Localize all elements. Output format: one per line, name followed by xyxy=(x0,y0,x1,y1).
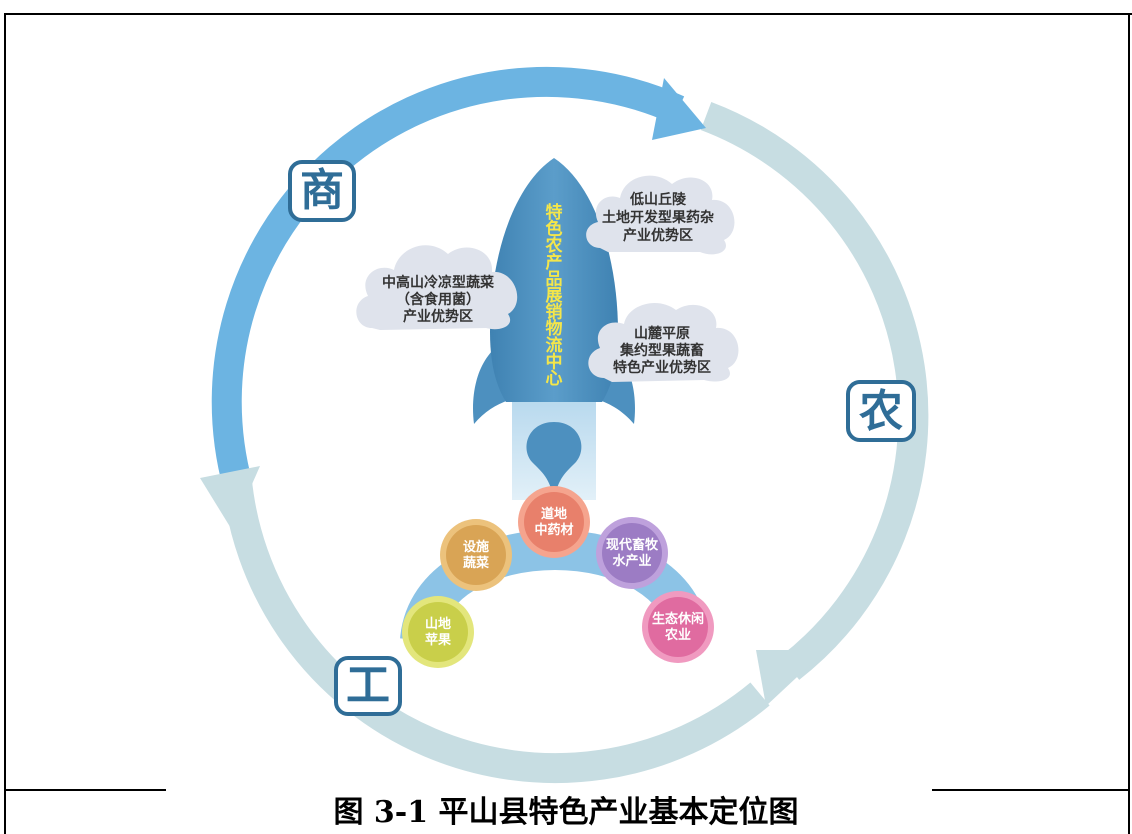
industry-circle-herbs-line1: 道地 xyxy=(541,506,567,522)
industry-circle-greenhouse-line1: 设施 xyxy=(463,539,489,555)
rocket-label: 特色农产品展销物流中心 xyxy=(545,202,563,389)
cloud-top-right-line1: 低山丘陵 xyxy=(629,191,687,208)
frame-bottom-border-left xyxy=(4,789,166,791)
industry-circle-livestock-line1: 现代畜牧 xyxy=(606,537,659,553)
cloud-left: 中高山冷凉型蔬菜 （含食用菌） 产业优势区 xyxy=(356,245,518,330)
ring-label-nong: 农 xyxy=(846,380,916,442)
cloud-top-right-line3: 产业优势区 xyxy=(623,227,693,244)
cloud-bottom-right-line2: 集约型果蔬畜 xyxy=(619,342,704,359)
frame-left-border xyxy=(4,13,6,834)
industry-circle-livestock-line2: 水产业 xyxy=(612,553,651,569)
industry-circle-herbs: 道地 中药材 xyxy=(518,486,590,558)
cloud-bottom-right-line1: 山麓平原 xyxy=(634,325,690,342)
industry-circle-apple-line1: 山地 xyxy=(425,616,451,632)
figure-caption: 图 3-1 平山县特色产业基本定位图 xyxy=(333,795,799,830)
rocket-label-text: 特色农产品展销物流中心 xyxy=(545,202,563,389)
industry-circle-herbs-line2: 中药材 xyxy=(534,522,573,538)
ring-arrowhead-top xyxy=(652,78,706,140)
rocket-body xyxy=(490,158,618,402)
industry-circle-greenhouse: 设施 蔬菜 xyxy=(440,519,512,591)
cloud-left-line3: 产业优势区 xyxy=(403,308,473,325)
cloud-left-line1: 中高山冷凉型蔬菜 xyxy=(382,274,495,291)
ring-arc-blue xyxy=(211,66,685,490)
industry-circle-ecotourism-line1: 生态休闲 xyxy=(652,611,704,627)
rocket-flame xyxy=(526,422,582,500)
industry-circle-ecotourism-line2: 农业 xyxy=(664,627,691,643)
ring-label-shang: 商 xyxy=(288,160,356,222)
cloud-top-right: 低山丘陵 土地开发型果药杂 产业优势区 xyxy=(586,175,735,255)
industry-circle-apple-line2: 苹果 xyxy=(425,632,451,648)
industry-circle-greenhouse-line2: 蔬菜 xyxy=(463,555,489,571)
industry-circle-ecotourism: 生态休闲 农业 xyxy=(642,591,714,663)
positioning-diagram: 商 农 工 特色农产品展销物流中心 低山丘陵 土地开发型果药杂 产业优势区 中高… xyxy=(200,66,929,784)
ring-label-nong-text: 农 xyxy=(859,386,903,437)
ring-arrowhead-left xyxy=(200,466,260,530)
ring-arc-grey-right xyxy=(700,101,929,680)
cloud-top-right-line2: 土地开发型果药杂 xyxy=(602,209,714,226)
frame-top-border xyxy=(4,13,1132,15)
cloud-bottom-right-line3: 特色产业优势区 xyxy=(613,359,711,376)
industry-circle-apple: 山地 苹果 xyxy=(402,596,474,668)
cloud-left-line2: （含食用菌） xyxy=(396,291,480,308)
ring-label-shang-text: 商 xyxy=(300,165,344,216)
ring-arrowhead-right xyxy=(756,650,826,706)
industry-circle-livestock: 现代畜牧 水产业 xyxy=(596,517,668,589)
frame-bottom-border-right xyxy=(932,789,1130,791)
ring-arc-grey-bottom xyxy=(221,468,770,784)
ring-label-gong: 工 xyxy=(334,656,402,716)
ring-label-gong-text: 工 xyxy=(346,660,390,711)
cloud-bottom-right: 山麓平原 集约型果蔬畜 特色产业优势区 xyxy=(588,302,739,382)
frame-right-border xyxy=(1128,13,1130,834)
